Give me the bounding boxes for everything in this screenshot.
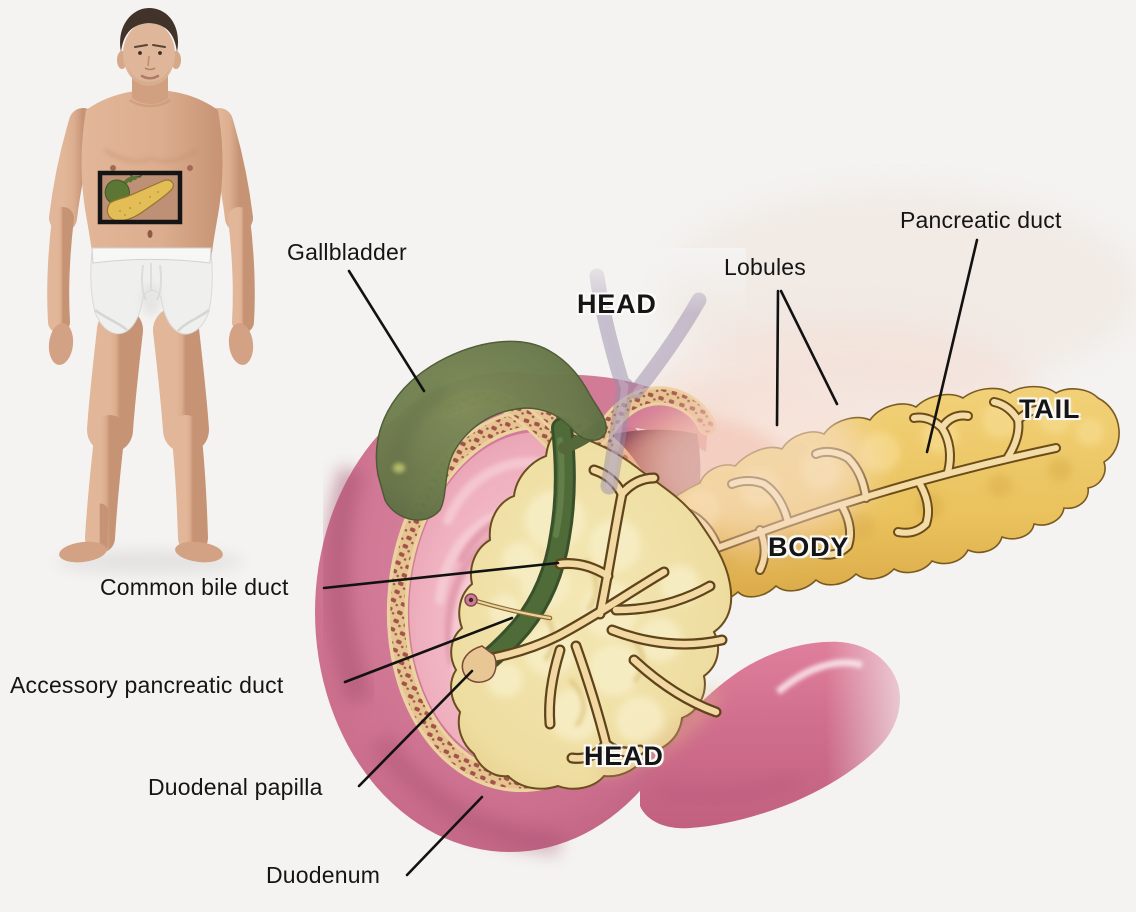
jejunum-fade [826,596,976,846]
leader-line-lobules-1 [775,289,780,427]
inset-box-frame [97,170,183,225]
label-pancreatic-duct: Pancreatic duct [900,207,1062,233]
right-foot [175,541,223,563]
leader-line-common-bile-duct [322,561,560,590]
mouth [140,74,160,80]
left-foot [59,541,107,563]
label-head-top: HEAD [577,289,657,319]
label-tail: TAIL [1019,394,1081,424]
leader-line-accessory-pancreatic-duct [343,616,514,684]
chest-detail [104,148,198,238]
leader-lines [322,238,979,877]
abdominal-inset-box [97,170,183,225]
leader-line-duodenal-papilla [357,669,474,788]
stubble [128,66,170,87]
label-lobules: Lobules [724,254,806,280]
label-body: BODY [768,532,850,562]
human-figure-illustration [47,8,255,573]
face [123,22,175,86]
left-hand [48,323,74,365]
leader-line-lobules-2 [779,289,839,406]
label-duodenal-papilla: Duodenal papilla [148,774,323,800]
right-eye [158,51,162,55]
label-accessory-pancreatic-duct: Accessory pancreatic duct [10,672,284,698]
hepatic-ducts [556,248,746,495]
accessory-pancreatic-duct [473,598,553,621]
hepatic-duct-fade [556,248,746,314]
gallbladder-highlight [393,463,405,473]
leader-line-duodenum [405,795,484,877]
label-duodenum: Duodenum [266,862,381,888]
briefs [90,247,213,335]
arms [47,108,255,333]
nose [147,55,150,67]
label-gallbladder: Gallbladder [287,239,407,265]
pancreatic-duct-head [486,464,728,764]
leader-line-gallbladder [347,269,426,393]
mini-pancreas-texture [119,191,159,216]
label-head-bottom: HEAD [584,741,664,771]
label-common-bile-duct: Common bile duct [100,574,289,600]
leader-line-pancreatic-duct [925,238,979,454]
minor-duodenal-papilla [464,593,478,607]
right-hand [228,323,254,365]
hair [120,8,179,52]
gallbladder [375,340,608,521]
eyebrows [134,44,166,48]
left-eye [138,51,142,55]
